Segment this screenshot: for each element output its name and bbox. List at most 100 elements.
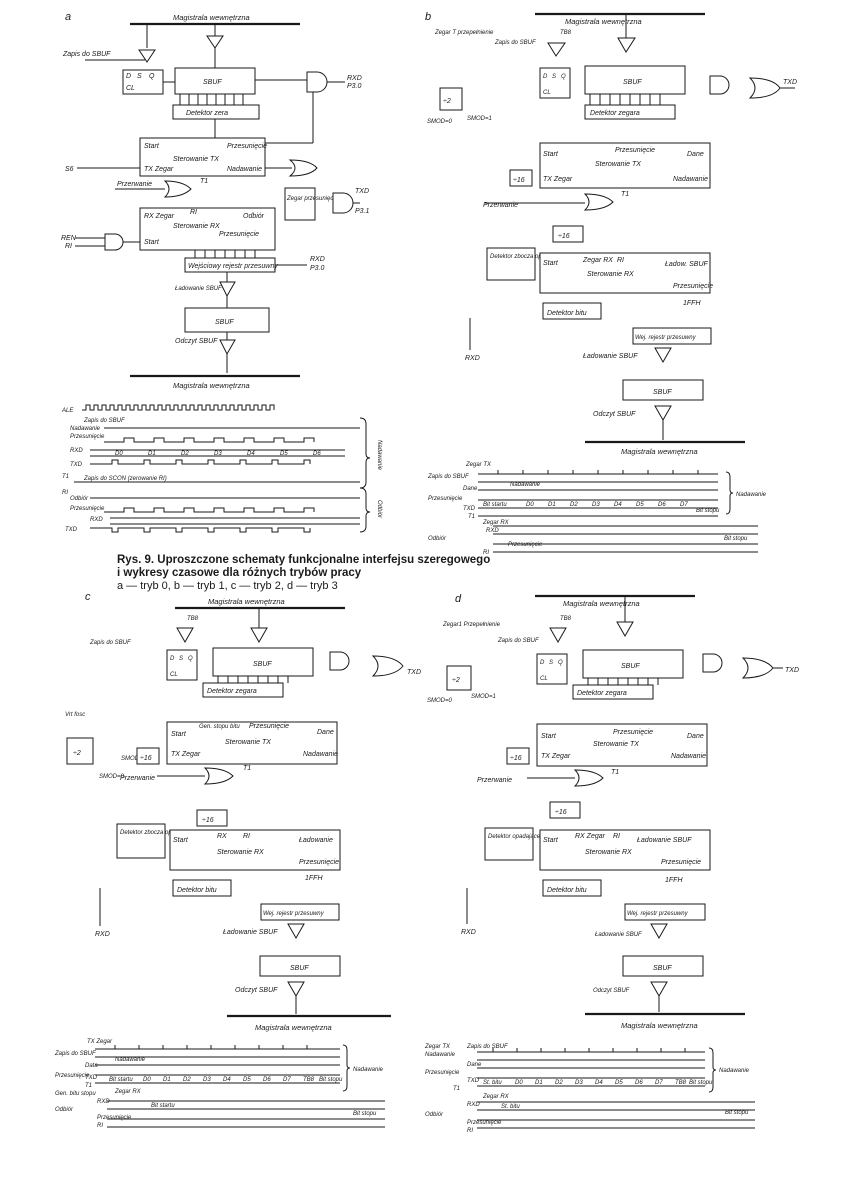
svg-text:Ładowanie SBUF: Ładowanie SBUF: [223, 929, 278, 936]
svg-text:D1: D1: [548, 502, 556, 508]
svg-text:Przesunięcie: Przesunięcie: [428, 496, 463, 502]
svg-text:Q: Q: [149, 73, 155, 80]
svg-text:Start: Start: [173, 837, 189, 844]
svg-text:Przesunięcie: Przesunięcie: [70, 434, 105, 440]
svg-text:Start: Start: [541, 733, 557, 740]
svg-text:Ładowanie SBUF: Ładowanie SBUF: [175, 286, 222, 292]
sbuf-transmit-c: [212, 647, 314, 677]
svg-text:P3.1: P3.1: [355, 208, 370, 215]
svg-text:Bit stopu: Bit stopu: [689, 1080, 713, 1086]
svg-text:Odczyt SBUF: Odczyt SBUF: [593, 988, 630, 994]
svg-text:Bit startu: Bit startu: [151, 1103, 175, 1109]
sbuf-receive-c: [259, 955, 341, 977]
rx-control: [139, 207, 276, 251]
svg-text:RXD: RXD: [461, 929, 476, 936]
svg-text:Przesunięcie: Przesunięcie: [70, 506, 105, 512]
svg-text:Nadawanie: Nadawanie: [425, 1052, 456, 1058]
panel-c-diagram: c Magistrala wewnętrzna Zapis do SBUF TB…: [65, 591, 421, 1032]
svg-text:RI: RI: [613, 833, 620, 840]
svg-text:Zapis do SBUF: Zapis do SBUF: [466, 1044, 508, 1050]
svg-text:÷16: ÷16: [140, 755, 152, 762]
svg-text:Magistrala wewnętrzna: Magistrala wewnętrzna: [621, 447, 698, 456]
svg-text:Dane: Dane: [463, 486, 478, 492]
shift-clock: [284, 187, 316, 221]
sbuf-transmit: [584, 65, 686, 95]
bit-detector: [542, 302, 602, 320]
svg-text:TB8: TB8: [303, 1077, 315, 1083]
svg-text:D1: D1: [148, 451, 156, 457]
svg-text:CL: CL: [170, 672, 178, 678]
timing-d: Zegar TX Zapis do SBUF Nadawanie Dane Pr…: [424, 1044, 755, 1134]
svg-text:SBUF: SBUF: [290, 965, 309, 972]
svg-text:Nadawanie: Nadawanie: [736, 492, 767, 498]
svg-text:Odbiór: Odbiór: [428, 536, 447, 542]
svg-text:TXD: TXD: [785, 667, 799, 674]
svg-text:Bit stopu: Bit stopu: [725, 1110, 749, 1116]
svg-text:D: D: [540, 660, 545, 666]
sbuf-receive-b: [622, 379, 704, 401]
svg-text:Przesunięcie: Przesunięcie: [97, 1115, 132, 1121]
svg-text:Odczyt SBUF: Odczyt SBUF: [175, 338, 218, 345]
svg-text:S: S: [549, 660, 553, 666]
svg-text:TXD: TXD: [783, 79, 797, 86]
svg-text:T1: T1: [611, 769, 619, 776]
svg-text:S: S: [552, 74, 556, 80]
svg-text:St. bitu: St. bitu: [501, 1104, 520, 1110]
svg-text:Nadawanie: Nadawanie: [303, 751, 338, 758]
svg-text:SBUF: SBUF: [253, 661, 272, 668]
svg-text:Przesunięcie: Przesunięcie: [613, 729, 653, 736]
tx-control-d: [536, 723, 708, 767]
svg-text:S: S: [179, 656, 183, 662]
svg-text:Vrt fosc: Vrt fosc: [65, 712, 85, 718]
tx-flipflop-c: [166, 649, 198, 681]
svg-text:Sterowanie RX: Sterowanie RX: [173, 223, 220, 230]
svg-text:Bit startu: Bit startu: [109, 1077, 133, 1083]
svg-text:Magistrala wewnętrzna: Magistrala wewnętrzna: [565, 17, 642, 26]
svg-text:Detektor zegara: Detektor zegara: [577, 690, 627, 697]
svg-text:Zegar RX: Zegar RX: [482, 520, 510, 526]
divide-by-2-c: [66, 737, 94, 765]
svg-text:Przesunięcie: Przesunięcie: [425, 1070, 460, 1076]
svg-text:TXD: TXD: [463, 506, 476, 512]
svg-text:Odbiór: Odbiór: [55, 1107, 74, 1113]
svg-text:P3.0: P3.0: [347, 83, 362, 90]
svg-text:RX Zegar: RX Zegar: [575, 833, 606, 840]
svg-text:Odbiór: Odbiór: [243, 213, 265, 220]
svg-text:÷2: ÷2: [443, 98, 451, 105]
svg-text:Przesunięcie: Przesunięcie: [467, 1120, 502, 1126]
panel-a-diagram: a Magistrala wewnętrzna Zapis do SBUF D …: [61, 11, 370, 390]
svg-text:TB8: TB8: [187, 616, 199, 622]
sbuf-receive-d: [622, 955, 704, 977]
svg-text:Detektor zbocza opadającego: Detektor zbocza opadającego: [490, 254, 570, 260]
svg-text:Nadawanie: Nadawanie: [510, 482, 541, 488]
svg-text:Gen. bitu stopu: Gen. bitu stopu: [55, 1091, 96, 1097]
svg-text:Nadawanie: Nadawanie: [376, 440, 382, 471]
tx-control-c: [166, 721, 338, 765]
svg-text:Detektor zegara: Detektor zegara: [590, 110, 640, 117]
svg-text:RXD: RXD: [90, 517, 103, 523]
rx-control-c: [169, 829, 341, 871]
svg-text:D5: D5: [243, 1077, 251, 1083]
svg-text:D4: D4: [614, 502, 622, 508]
svg-text:Detektor zera: Detektor zera: [186, 110, 228, 117]
svg-text:S6: S6: [65, 166, 74, 173]
svg-text:T1: T1: [468, 514, 475, 520]
figure-caption: Rys. 9. Uproszczone schematy funkcjonaln…: [117, 554, 597, 593]
svg-text:Detektor bitu: Detektor bitu: [547, 887, 587, 894]
svg-text:Zapis do SBUF: Zapis do SBUF: [427, 474, 469, 480]
svg-text:Wej. rejestr przesuwny: Wej. rejestr przesuwny: [635, 335, 697, 341]
svg-text:Nadawanie: Nadawanie: [673, 176, 708, 183]
tx-control: [139, 137, 266, 177]
clock-detector-d: [572, 684, 654, 700]
svg-text:D1: D1: [535, 1080, 543, 1086]
zero-detector: [172, 104, 260, 120]
svg-text:D: D: [543, 74, 548, 80]
rx-control-b: [539, 252, 711, 294]
svg-text:RI: RI: [617, 257, 624, 264]
svg-text:TX Zegar: TX Zegar: [87, 1039, 113, 1045]
svg-text:÷16: ÷16: [510, 755, 522, 762]
divide-by-2: [439, 87, 463, 111]
svg-text:D5: D5: [280, 451, 288, 457]
caption-line2: i wykresy czasowe dla różnych trybów pra…: [117, 567, 362, 579]
write-sbuf-label: Zapis do SBUF: [62, 51, 111, 58]
